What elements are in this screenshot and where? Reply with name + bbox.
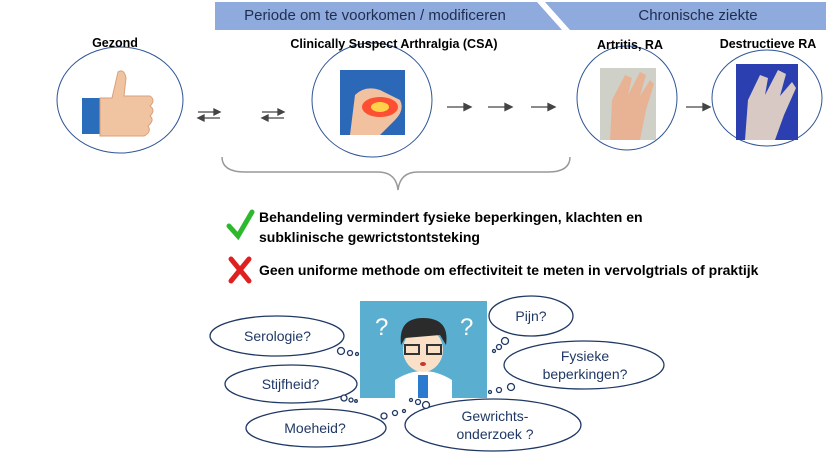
transition-arrows: [196, 102, 712, 123]
cloud-text-moeheid: Moeheid?: [284, 420, 346, 436]
cloud-fysieke: [503, 340, 665, 390]
doctor-figure: ? ?: [375, 314, 473, 398]
cloud-pijn: [488, 295, 574, 337]
banner-prevention: [215, 2, 562, 30]
stage-label-healthy: Gezond: [92, 36, 138, 50]
stage-label-arthritis: Artritis, RA: [597, 38, 663, 52]
cross-icon: [228, 256, 252, 284]
arrow-right-icon: [531, 102, 557, 112]
swollen-hand-icon: [600, 68, 656, 140]
cloud-text-serologie: Serologie?: [244, 328, 311, 344]
cloud-text-pijn: Pijn?: [515, 308, 547, 324]
statement-no-method: Geen uniforme methode om effectiviteit t…: [259, 262, 759, 278]
bidirectional-arrow-icon: [260, 107, 286, 123]
cloud-text-fysieke: Fysieke beperkingen?: [542, 348, 628, 382]
svg-text:?: ?: [375, 314, 388, 341]
cloud-serologie: [209, 315, 345, 357]
svg-text:?: ?: [460, 314, 473, 341]
statement-treatment: Behandeling vermindert fysieke beperking…: [259, 209, 643, 245]
stage-label-csa: Clinically Suspect Arthralgia (CSA): [290, 37, 498, 51]
cloud-gewrichts: [404, 398, 582, 452]
banner-chronic-label: Chronische ziekte: [638, 7, 758, 24]
arrow-right-icon: [686, 102, 712, 112]
arrow-right-icon: [447, 102, 473, 112]
cloud-moeheid: [245, 408, 387, 448]
cloud-text-stijfheid: Stijfheid?: [261, 376, 320, 392]
painful-hand-icon: [340, 70, 405, 135]
cloud-stijfheid: [224, 364, 358, 404]
thumbs-up-icon: [82, 70, 154, 137]
banner-prevention-label: Periode om te voorkomen / modificeren: [244, 7, 506, 24]
thought-clouds: [209, 295, 665, 452]
cloud-text-gewrichts: Gewrichts- onderzoek ?: [456, 408, 534, 442]
stage-label-destructive: Destructieve RA: [719, 37, 817, 51]
check-icon: [226, 209, 255, 241]
deformed-hand-icon: [736, 64, 798, 140]
arrow-right-icon: [488, 102, 514, 112]
bidirectional-arrow-icon: [196, 107, 222, 123]
banner-chronic: [545, 2, 826, 30]
curly-brace: [221, 156, 571, 191]
